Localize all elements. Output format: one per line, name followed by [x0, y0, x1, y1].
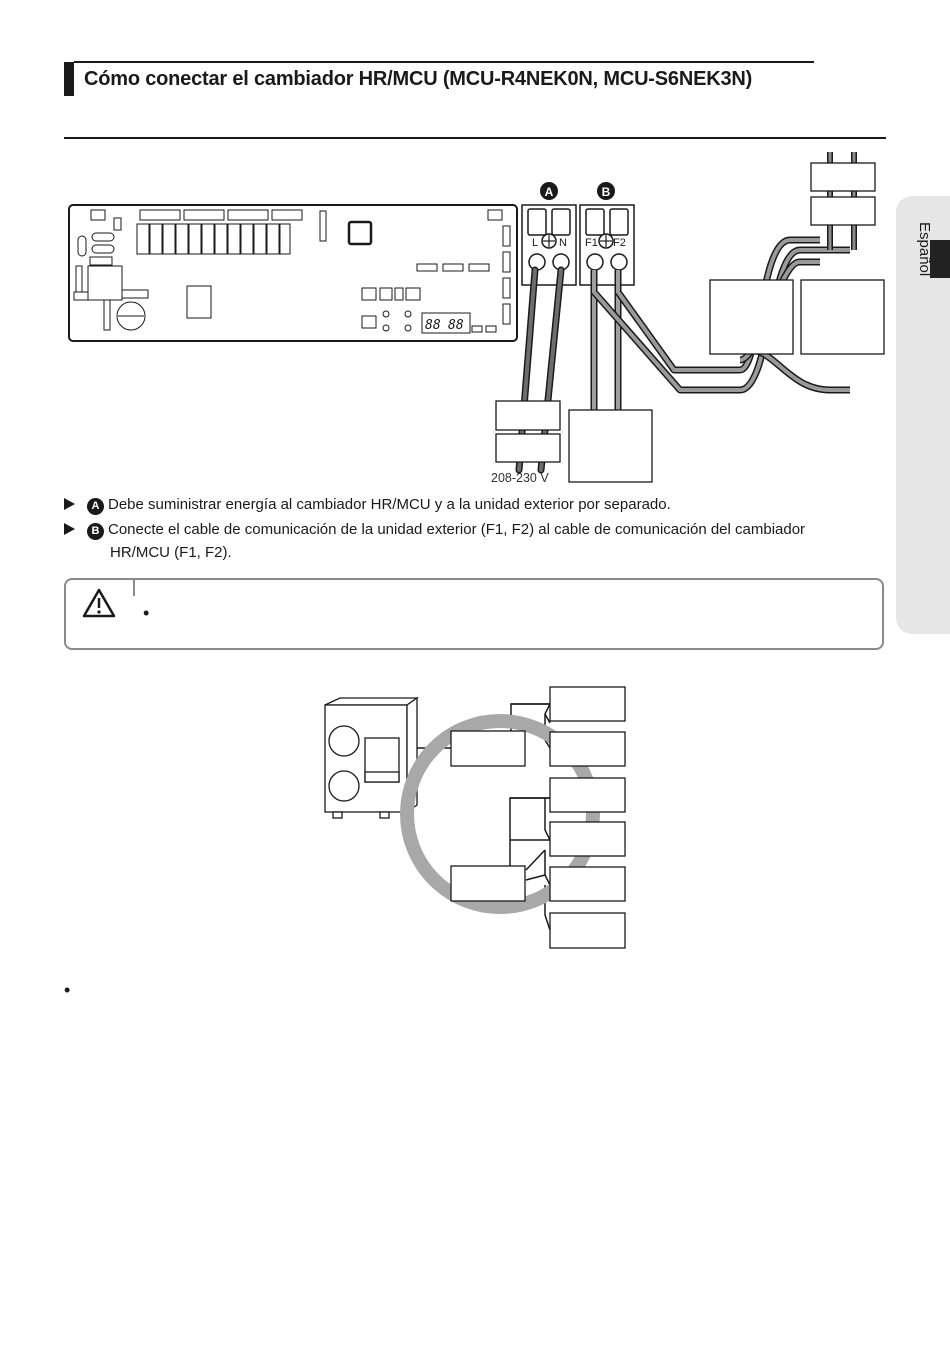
upper-box-bottom: [810, 196, 876, 226]
indoor-unit-box-6: [549, 912, 626, 949]
marker-b-badge: [597, 182, 615, 200]
caution-divider: [133, 578, 135, 596]
wiring-diagram: 88 88 L N F1 F2 A B: [68, 152, 885, 483]
caution-bullet: •: [143, 603, 150, 623]
terminal-block-comm: [579, 204, 635, 286]
voltage-label: 208-230 V: [491, 471, 549, 485]
section-rule: [64, 137, 886, 139]
note-a-text: Debe suministrar energía al cambiador HR…: [108, 496, 671, 513]
side-tab-indicator: [930, 240, 950, 278]
system-layout-diagram: [324, 686, 626, 949]
breaker-box-top: [495, 400, 561, 431]
page-title: Cómo conectar el cambiador HR/MCU (MCU-R…: [84, 68, 753, 90]
indoor-unit-box-4: [549, 821, 626, 857]
arrow-right-icon: [64, 523, 75, 535]
terminal-label-n: N: [559, 237, 567, 249]
unit-box-right: [800, 279, 885, 355]
warning-triangle-icon: [82, 588, 116, 618]
indoor-unit-box-2: [549, 731, 626, 767]
caution-box: [64, 578, 884, 650]
indoor-unit-box-5: [549, 866, 626, 902]
indoor-unit-box-1: [549, 686, 626, 722]
unit-box-left: [709, 279, 794, 355]
marker-b-label: B: [602, 185, 611, 199]
title-accent-bar: [64, 62, 74, 96]
display-digits-right: 88: [448, 318, 464, 333]
terminal-label-f2: F2: [613, 237, 626, 249]
marker-a-label: A: [545, 185, 554, 199]
relay-bank: [136, 223, 291, 255]
marker-a-badge: [540, 182, 558, 200]
hr-mcu-box-top: [450, 730, 526, 767]
display-digits-left: 88: [425, 318, 441, 333]
bottom-bullet: •: [64, 980, 71, 1000]
terminal-label-f1: F1: [585, 237, 598, 249]
note-b-continuation: HR/MCU (F1, F2).: [110, 544, 232, 561]
comm-junction-box: [568, 409, 653, 483]
upper-box-top: [810, 162, 876, 192]
breaker-box-bottom: [495, 433, 561, 463]
note-b-marker: B: [87, 523, 104, 540]
title-rule: [74, 61, 814, 63]
indoor-unit-box-3: [549, 777, 626, 813]
arrow-right-icon: [64, 498, 75, 510]
note-b-text: Conecte el cable de comunicación de la u…: [108, 521, 806, 538]
hr-mcu-box-bottom: [450, 865, 526, 902]
terminal-label-l: L: [532, 237, 538, 249]
highlight-ring: [400, 714, 600, 914]
note-a-marker: A: [87, 498, 104, 515]
pcb-board: [68, 204, 518, 342]
